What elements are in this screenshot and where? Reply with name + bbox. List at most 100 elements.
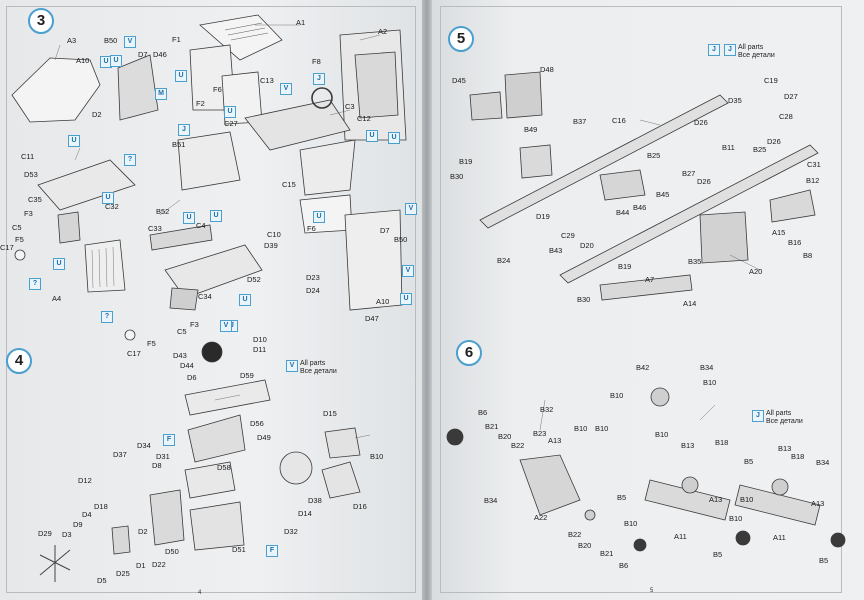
part-label: D22: [152, 560, 166, 569]
part-label: D14: [298, 509, 312, 518]
axle-a11b: [734, 484, 821, 526]
page-frame-right: [440, 6, 842, 593]
part-label: B46: [633, 203, 647, 212]
part-label: B16: [788, 238, 802, 247]
part-label: D16: [353, 502, 367, 511]
tag-v-icon: V: [405, 203, 417, 215]
part-label: C17: [127, 349, 141, 358]
tag-v-icon: V: [220, 320, 232, 332]
panel-d56: [187, 414, 246, 463]
part-label: B20: [498, 432, 512, 441]
tag-u-icon: U: [400, 293, 412, 305]
part-label: B34: [484, 496, 498, 505]
tag-u-icon: U: [366, 130, 378, 142]
part-label: B12: [806, 176, 820, 185]
engine-d51: [189, 501, 245, 551]
wheel-hub-b6: [446, 428, 464, 446]
door-frame-d7: [117, 54, 159, 121]
part-label: B10: [574, 424, 588, 433]
part-label: D46: [153, 50, 167, 59]
part-label: D43: [173, 351, 187, 360]
part-label: D35: [728, 96, 742, 105]
part-label: C31: [807, 160, 821, 169]
part-label: B37: [573, 117, 587, 126]
part-label: D19: [536, 212, 550, 221]
part-label: B22: [568, 530, 582, 539]
part-label: B10: [624, 519, 638, 528]
spring-a14: [599, 274, 693, 301]
all-parts-note: J All parts Все детали: [752, 410, 803, 426]
axle-a11: [644, 479, 731, 521]
tag-v-icon: V: [280, 83, 292, 95]
part-label: D3: [62, 530, 72, 539]
tank-b49: [519, 144, 553, 179]
tag-v-icon: V: [124, 36, 136, 48]
part-label: F6: [213, 85, 222, 94]
part-label: C35: [28, 195, 42, 204]
part-label: C28: [779, 112, 793, 121]
part-label: B34: [700, 363, 714, 372]
all-parts-ru: Все детали: [300, 368, 337, 375]
part-label: B10: [703, 378, 717, 387]
part-label: B10: [655, 430, 669, 439]
part-label: D5: [97, 576, 107, 585]
tire-d43: [201, 341, 223, 363]
part-label: B10: [370, 452, 384, 461]
part-label: D8: [152, 461, 162, 470]
part-label: D51: [232, 545, 246, 554]
part-label: C17: [0, 243, 14, 252]
tag-v-icon: V: [402, 265, 414, 277]
tag-u-icon: U: [239, 294, 251, 306]
part-label: B22: [511, 441, 525, 450]
part-label: D29: [38, 529, 52, 538]
door-d47: [344, 209, 403, 311]
part-label: C4: [196, 221, 206, 230]
frame-rail-c16: [479, 94, 729, 229]
engine-block-d50: [149, 489, 185, 546]
part-label: C15: [282, 180, 296, 189]
tag-u-icon: U: [313, 211, 325, 223]
part-label: B5: [819, 556, 829, 565]
grille-a4: [84, 239, 126, 293]
part-label: A11: [674, 532, 687, 541]
part-label: B44: [616, 208, 630, 217]
part-label: D6: [187, 373, 197, 382]
part-label: B30: [450, 172, 464, 181]
tag-u-icon: U: [102, 192, 114, 204]
part-label: C29: [561, 231, 575, 240]
all-parts-en: All parts: [766, 410, 792, 417]
part-label: D53: [24, 170, 38, 179]
part-label: B21: [485, 422, 499, 431]
part-label: A11: [773, 533, 786, 542]
part-label: B25: [753, 145, 767, 154]
part-label: C12: [357, 114, 371, 123]
part-label: D7: [380, 226, 390, 235]
hood-panel-a3: [11, 57, 101, 123]
part-label: C16: [612, 116, 626, 125]
part-label: D31: [156, 452, 170, 461]
part-label: F6: [307, 224, 316, 233]
part-label: B32: [540, 405, 554, 414]
part-label: A10: [376, 297, 390, 306]
tag-m-icon: M: [155, 88, 167, 100]
part-label: C5: [12, 223, 22, 232]
part-a20: [699, 211, 749, 264]
part-label: F1: [172, 35, 181, 44]
part-label: B24: [497, 256, 511, 265]
part-label: A13: [548, 436, 562, 445]
part-label: C19: [764, 76, 778, 85]
part-label: D44: [180, 361, 194, 370]
part-label: D26: [694, 118, 708, 127]
part-label: D27: [784, 92, 798, 101]
part-label: B51: [172, 140, 186, 149]
part-label: A13: [709, 495, 723, 504]
part-label: B5: [617, 493, 627, 502]
part-label: D26: [697, 177, 711, 186]
tag-u-icon: U: [224, 106, 236, 118]
part-label: D18: [94, 502, 108, 511]
part-label: D58: [217, 463, 231, 472]
part-label: A4: [52, 294, 62, 303]
step-6-number: 6: [456, 340, 482, 366]
part-label: A2: [378, 27, 388, 36]
part-label: C10: [267, 230, 281, 239]
